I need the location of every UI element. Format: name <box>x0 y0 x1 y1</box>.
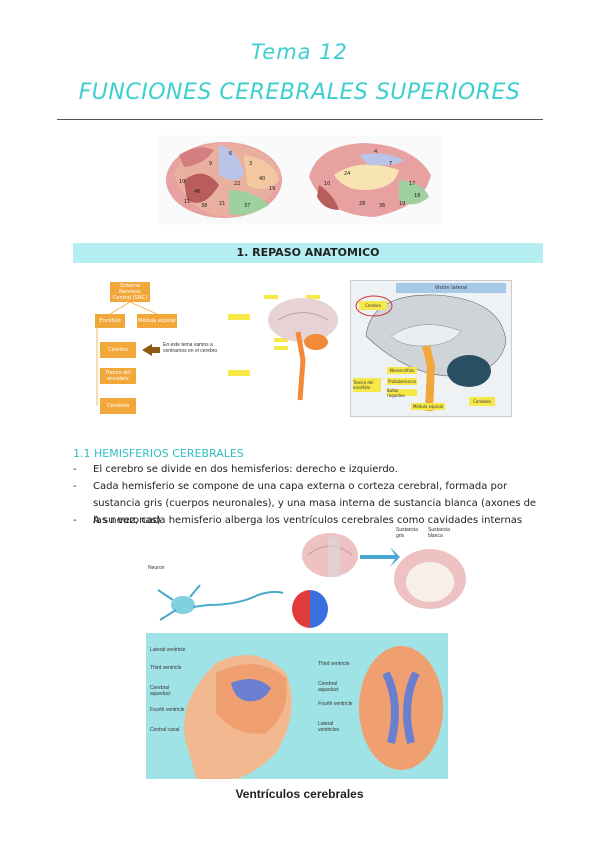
svg-text:18: 18 <box>414 193 420 199</box>
lateral-view-header: Visión lateral <box>396 283 506 293</box>
subsection-title: 1.1 HEMISFERIOS CEREBRALES <box>73 447 244 460</box>
label-tronco-text: Tronco del encéfalo <box>353 380 374 390</box>
label-bulbo-text: Bulbo raquídeo <box>387 387 405 398</box>
lateral-view-figure: Visión lateral Cerebro Tronco del encéfa… <box>350 280 512 417</box>
svg-text:3: 3 <box>249 161 252 167</box>
svg-text:19: 19 <box>399 201 405 207</box>
svg-text:19: 19 <box>269 186 275 192</box>
svg-text:11: 11 <box>184 199 190 205</box>
neuron-label: Neuron <box>148 565 165 571</box>
svg-text:24: 24 <box>344 171 350 177</box>
svg-text:40: 40 <box>259 176 265 182</box>
bullet-dash: - <box>73 481 77 492</box>
label-mesencefalo-text: Mesencéfalo <box>389 368 415 373</box>
svg-text:10: 10 <box>324 181 330 187</box>
flow-tronco: Tronco del encéfalo <box>100 368 136 384</box>
flow-cerebro: Cerebro <box>100 342 136 358</box>
flow-cerebro-label: Cerebro <box>108 347 128 353</box>
label-cerebelo-text: Cerebelo <box>473 399 491 404</box>
svg-text:10: 10 <box>179 179 185 185</box>
svg-text:46: 46 <box>194 189 200 195</box>
neuron-figure: Neuron <box>148 565 288 625</box>
flow-root-label: Sistema Nervioso Central (SNC) <box>112 283 148 301</box>
label-protuberancia-text: Protuberancia <box>388 379 416 384</box>
vent-label-r-third: Third ventricle <box>318 661 350 667</box>
label-tronco: Tronco del encéfalo <box>353 378 381 392</box>
vent-label-r-lateral: Lateral ventricles <box>318 721 340 733</box>
section-heading-repaso: 1. REPASO ANATOMICO <box>73 243 543 263</box>
bullet-item: - Cada hemisferio se compone de una capa… <box>73 478 553 526</box>
svg-text:21: 21 <box>219 201 225 207</box>
flow-medula: Médula espinal <box>137 314 177 328</box>
svg-text:7: 7 <box>389 161 392 167</box>
bullet-dash: - <box>73 464 77 475</box>
label-medula-text: Médula espinal <box>412 404 444 409</box>
svg-text:4: 4 <box>374 149 377 155</box>
svg-text:36: 36 <box>379 203 385 209</box>
vent-label-central: Central canal <box>150 727 180 733</box>
bullet-dash: - <box>73 515 77 526</box>
lateral-view-header-text: Visión lateral <box>434 285 468 291</box>
flow-encefalo: Encéfalo <box>95 314 125 328</box>
bullet-text: El cerebro se divide en dos hemisferios:… <box>93 464 398 475</box>
vent-label-fourth: Fourth ventricle <box>150 707 185 713</box>
flowchart-snc: Sistema Nervioso Central (SNC) Encéfalo … <box>95 282 255 422</box>
label-cerebro: Cerebro <box>359 301 387 310</box>
bullet-item: - A su vez, cada hemisferio alberga los … <box>73 512 553 529</box>
flow-root-snc: Sistema Nervioso Central (SNC) <box>110 282 150 302</box>
label-sustancia-blanca: Sustancia blanca <box>428 527 450 539</box>
svg-text:28: 28 <box>359 201 365 207</box>
ventricles-figure: Lateral ventricle Third ventricle Cerebr… <box>146 633 448 779</box>
label-sustancia-gris: Sustancia gris <box>396 527 418 539</box>
vent-label-r-aqueduct: Cerebral aqueduct <box>318 681 339 693</box>
sagittal-brain-figure <box>228 290 343 410</box>
label-cerebelo: Cerebelo <box>469 397 495 406</box>
label-bulbo: Bulbo raquídeo <box>387 387 417 398</box>
flow-note: En este tema vamos a centrarnos en el ce… <box>163 342 218 354</box>
svg-text:22: 22 <box>234 181 240 187</box>
svg-text:38: 38 <box>201 203 207 209</box>
vent-label-lateral: Lateral ventricle <box>150 647 186 653</box>
label-medula: Médula espinal <box>411 403 445 410</box>
flow-medula-label: Médula espinal <box>138 318 176 324</box>
svg-text:6: 6 <box>229 151 232 157</box>
svg-text:37: 37 <box>244 203 250 209</box>
vent-label-aqueduct: Cerebral aqueduct <box>150 685 171 697</box>
flow-cerebelo-label: Cerebelo <box>106 403 130 409</box>
ventricles-caption: Ventrículos cerebrales <box>235 787 364 801</box>
bullet-text: Cada hemisferio se compone de una capa e… <box>93 481 537 526</box>
flow-encefalo-label: Encéfalo <box>99 318 121 324</box>
svg-text:17: 17 <box>409 181 415 187</box>
label-mesencefalo: Mesencéfalo <box>387 367 417 374</box>
bullet-item: - El cerebro se divide en dos hemisferio… <box>73 461 553 478</box>
svg-text:9: 9 <box>209 161 212 167</box>
brodmann-areas-figure: 10 46 9 6 3 40 19 21 37 22 38 11 10 24 4 7 17 18 28 3… <box>159 135 441 225</box>
topic-title: Tema 12 <box>251 40 348 64</box>
label-cerebro-text: Cerebro <box>365 303 381 308</box>
flow-tronco-label: Tronco del encéfalo <box>105 370 131 382</box>
label-protuberancia: Protuberancia <box>387 378 417 385</box>
brain-section-figure: Sustancia gris Sustancia blanca <box>300 527 470 612</box>
flow-connectors <box>96 301 160 406</box>
page-title: FUNCIONES CEREBRALES SUPERIORES <box>78 80 521 105</box>
vent-label-r-fourth: Fourth ventricle <box>318 701 353 707</box>
bullet-text: A su vez, cada hemisferio alberga los ve… <box>93 515 523 526</box>
hemispheres-figure <box>290 588 330 630</box>
header-divider <box>57 119 543 120</box>
flow-cerebelo: Cerebelo <box>100 398 136 414</box>
vent-label-third: Third ventricle <box>150 665 182 671</box>
